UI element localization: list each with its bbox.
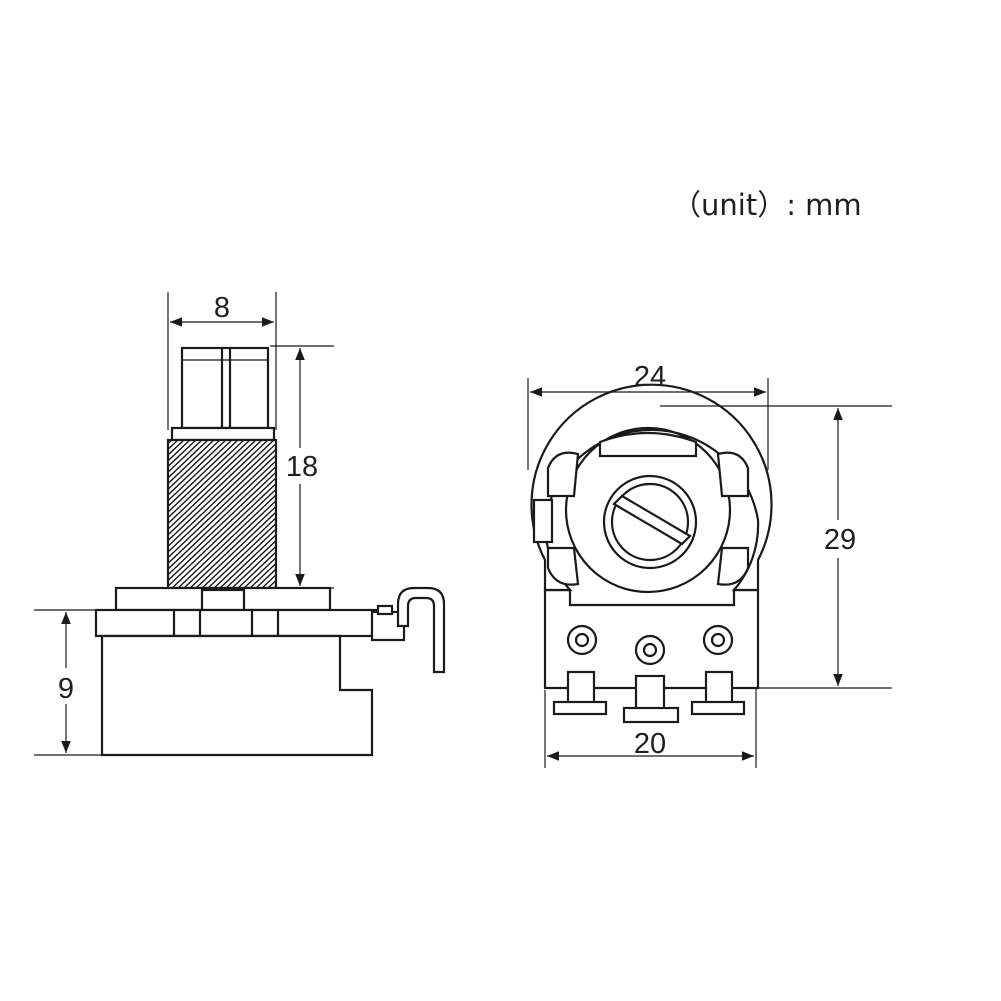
- dim-body-height-front-label: 29: [824, 524, 856, 556]
- dim-body-height-label: 9: [58, 673, 74, 705]
- thread-line: [237, 551, 276, 588]
- thread-line: [207, 522, 276, 588]
- shaft-top: [170, 346, 276, 442]
- thread-line: [201, 516, 276, 588]
- dim-shaft-width: 8: [167, 292, 277, 430]
- thread-line: [219, 533, 276, 588]
- thread-line: [243, 556, 276, 588]
- thread-line: [195, 511, 276, 588]
- thread-line: [168, 440, 239, 508]
- thread-line: [168, 440, 203, 474]
- thread-line: [168, 448, 276, 553]
- thread-line: [168, 471, 276, 576]
- rotor: [602, 474, 698, 570]
- dim-shaft-height: 18: [270, 345, 334, 589]
- thread-line: [168, 440, 227, 496]
- dim-body-width: 24: [527, 361, 769, 470]
- side-view: 8 18 9: [8, 292, 446, 757]
- thread-line: [225, 539, 276, 588]
- front-housing: [530, 383, 773, 594]
- thread-line: [168, 440, 197, 468]
- threaded-shaft: [8, 438, 278, 590]
- thread-line: [168, 440, 185, 457]
- front-view: 24 29 20: [527, 361, 892, 768]
- dim-body-width-label: 24: [634, 361, 666, 393]
- thread-line: [177, 494, 276, 588]
- flange-plate: [94, 608, 378, 638]
- dim-shaft-height-label: 18: [286, 451, 318, 483]
- thread-line: [168, 440, 173, 445]
- thread-line: [255, 568, 276, 588]
- terminals: [552, 624, 746, 724]
- thread-line: [213, 528, 276, 588]
- solder-lug: [370, 586, 446, 674]
- thread-line: [183, 499, 276, 588]
- dim-base-width: 20: [544, 688, 757, 768]
- thread-line: [168, 440, 269, 536]
- side-body: [100, 634, 374, 757]
- unit-note: （unit）: mm: [672, 188, 862, 222]
- thread-line: [171, 488, 276, 588]
- dim-base-width-label: 20: [634, 728, 666, 760]
- dim-body-height-front: 29: [660, 405, 892, 689]
- thread-line: [168, 440, 221, 491]
- thread-line: [168, 440, 209, 479]
- thread-line: [168, 440, 251, 519]
- dim-body-height: 9: [34, 609, 102, 756]
- thread-line: [8, 438, 168, 590]
- thread-line: [168, 465, 276, 571]
- thread-line: [168, 440, 233, 502]
- thread-line: [168, 476, 276, 582]
- thread-line: [168, 440, 275, 542]
- thread-line: [231, 545, 276, 588]
- thread-line: [168, 454, 276, 559]
- thread-line: [168, 482, 276, 588]
- thread-line: [249, 562, 276, 588]
- thread-line: [168, 442, 276, 548]
- thread-line: [168, 440, 215, 485]
- thread-line: [168, 459, 276, 565]
- mount-nut: [114, 586, 332, 612]
- thread-line: [168, 440, 263, 531]
- thread-line: [168, 440, 257, 525]
- thread-line: [168, 440, 245, 514]
- dim-shaft-width-label: 8: [214, 292, 230, 324]
- thread-line: [189, 505, 276, 588]
- thread-line: [168, 440, 179, 451]
